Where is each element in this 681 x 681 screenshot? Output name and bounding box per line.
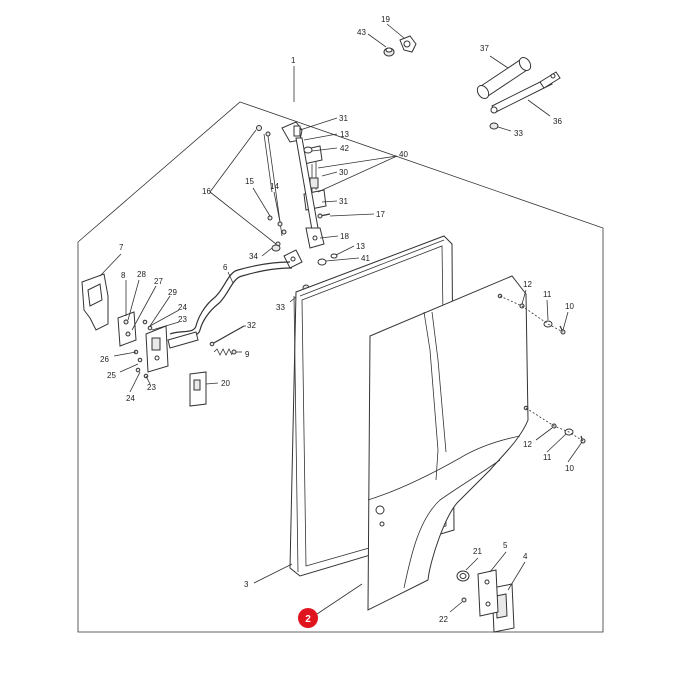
highlighted-callout-2[interactable]: 2 (298, 608, 318, 628)
callout-19: 19 (381, 15, 390, 24)
callout-25: 25 (107, 371, 116, 380)
spring-part-9 (213, 348, 237, 356)
lock-handle-part-29 (167, 331, 199, 349)
callout-36: 36 (553, 117, 562, 126)
callout-10-bottom: 10 (565, 464, 574, 473)
callout-4: 4 (523, 552, 528, 561)
callout-33-mid: 33 (276, 303, 285, 312)
lock-plate-part-8 (117, 311, 137, 347)
bolt-part-17 (317, 213, 331, 219)
callout-3: 3 (244, 580, 249, 589)
callout-22: 22 (439, 615, 448, 624)
callout-28: 28 (137, 270, 146, 279)
callout-11-bottom: 11 (543, 453, 552, 462)
callout-26: 26 (100, 355, 109, 364)
callout-8: 8 (121, 271, 126, 280)
callout-41: 41 (361, 254, 370, 263)
hinge-clip-part-19 (399, 35, 417, 53)
lock-body-main (145, 325, 169, 373)
callout-31-mid: 31 (339, 197, 348, 206)
nut-part-43 (383, 47, 395, 57)
callout-7: 7 (119, 243, 124, 252)
badge-circle (298, 608, 318, 628)
control-cable-part-6 (169, 261, 293, 341)
callout-30: 30 (339, 168, 348, 177)
hinge-plate-part-18 (305, 227, 325, 249)
callout-23-bottom: 23 (147, 383, 156, 392)
handle-plate-part-5 (477, 569, 499, 617)
callout-11-top: 11 (543, 290, 552, 299)
hinge-lower-mount (283, 249, 303, 269)
assembly-boundary (77, 101, 604, 633)
bolt-set-part-15 (267, 215, 281, 247)
gas-strut-rod-part-36 (490, 71, 561, 114)
callout-14: 14 (270, 182, 279, 191)
gas-strut-part-37 (476, 57, 532, 99)
callout-32: 32 (247, 321, 256, 330)
callout-18: 18 (340, 232, 349, 241)
callout-16: 16 (202, 187, 211, 196)
callout-15: 15 (245, 177, 254, 186)
callout-33-top: 33 (514, 129, 523, 138)
badge-label: 2 (305, 614, 311, 625)
callout-27: 27 (154, 277, 163, 286)
callout-31-top: 31 (339, 114, 348, 123)
lock-cover-part-7 (81, 273, 109, 331)
callout-24-top: 24 (178, 303, 187, 312)
callout-6: 6 (223, 263, 228, 272)
callout-12-bottom: 12 (523, 440, 532, 449)
callout-40: 40 (399, 150, 408, 159)
nut-part-33-top (489, 122, 499, 130)
callout-34: 34 (249, 252, 258, 261)
callout-12-top: 12 (523, 280, 532, 289)
hinge-arm-upper (281, 121, 303, 143)
callout-5: 5 (503, 541, 508, 550)
washer-part-34 (271, 244, 281, 252)
callout-24-bottom: 24 (126, 394, 135, 403)
callout-13-lower: 13 (356, 242, 365, 251)
striker-plate-part-20 (189, 371, 207, 407)
latch-rod-part-32 (209, 325, 245, 347)
screw-part-22 (461, 597, 467, 603)
callout-37: 37 (480, 44, 489, 53)
lock-screws (133, 319, 153, 379)
callout-9: 9 (245, 350, 250, 359)
washer-part-42 (303, 146, 313, 154)
callout-23-top: 23 (178, 315, 187, 324)
callout-10-top: 10 (565, 302, 574, 311)
callout-42: 42 (340, 144, 349, 153)
callout-21: 21 (473, 547, 482, 556)
callout-43: 43 (357, 28, 366, 37)
washer-part-41 (317, 258, 327, 266)
callout-29: 29 (168, 288, 177, 297)
callout-20: 20 (221, 379, 230, 388)
grommet-part-21 (456, 570, 470, 582)
callout-1: 1 (291, 56, 296, 65)
washer-part-13-lower (330, 253, 338, 259)
callout-17: 17 (376, 210, 385, 219)
callout-13-top: 13 (340, 130, 349, 139)
